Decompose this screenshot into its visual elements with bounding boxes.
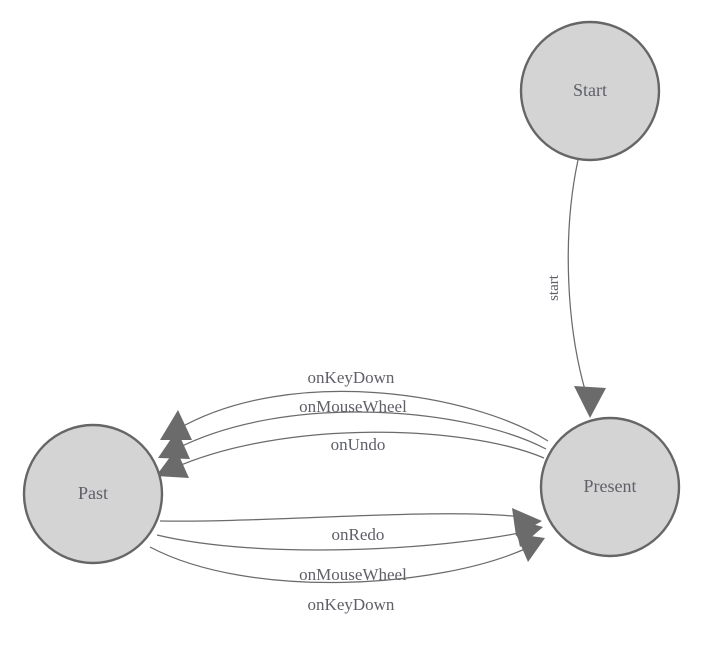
node-present-label: Present <box>584 476 637 496</box>
edge-path-present-past-3 <box>173 431 545 469</box>
edge-path-past-present-2 <box>156 531 525 551</box>
edge-label-past-present-3: onKeyDown <box>308 595 395 614</box>
node-past-circle <box>22 423 164 565</box>
arrowhead-past-2 <box>158 430 190 459</box>
edge-label-present-past-1: onKeyDown <box>308 368 395 387</box>
node-start-label: Start <box>573 80 607 100</box>
edge-label-present-past-2: onMouseWheel <box>299 397 407 416</box>
edge-past-to-present-onmousewheel[interactable]: onMouseWheel <box>156 519 543 584</box>
edge-present-to-past-onkeydown[interactable]: onKeyDown <box>160 368 549 442</box>
edge-path-past-present-1 <box>159 513 523 522</box>
node-present-circle <box>539 416 681 558</box>
node-present[interactable]: Present <box>539 416 681 558</box>
edge-label-past-present-2: onMouseWheel <box>299 565 407 584</box>
edge-label-start: start <box>546 274 562 301</box>
node-start-circle <box>519 20 661 162</box>
edge-path-start-present <box>567 159 589 401</box>
edge-start-to-present[interactable]: start <box>546 159 606 418</box>
arrowhead-past-1 <box>160 410 192 440</box>
edge-path-present-past-2 <box>175 411 547 450</box>
edge-past-to-present-onkeydown[interactable]: onKeyDown <box>149 534 545 614</box>
node-past[interactable]: Past <box>22 423 164 565</box>
arrowhead-present-top <box>574 386 606 418</box>
edge-path-past-present-3 <box>149 546 528 584</box>
edge-label-past-present-1: onRedo <box>332 525 385 544</box>
node-start[interactable]: Start <box>519 20 661 162</box>
node-past-label: Past <box>78 483 108 503</box>
edge-present-to-past-onmousewheel[interactable]: onMouseWheel <box>158 397 547 459</box>
arrowhead-present-3 <box>516 534 545 562</box>
edge-path-present-past-1 <box>177 390 549 442</box>
arrowhead-past-3 <box>156 449 189 478</box>
edge-label-present-past-3: onUndo <box>331 435 386 454</box>
edge-present-to-past-onundo[interactable]: onUndo <box>156 431 545 478</box>
